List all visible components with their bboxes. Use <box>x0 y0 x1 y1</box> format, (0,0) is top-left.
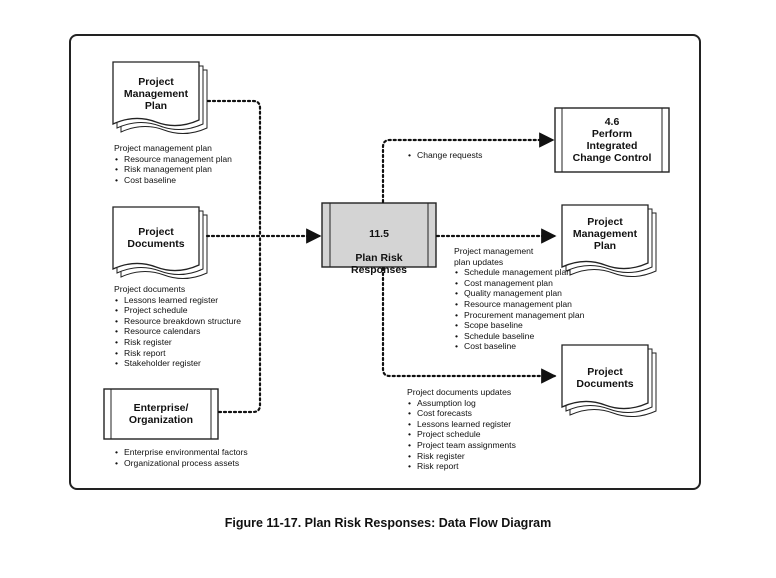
flow-enterprise-to-process <box>217 234 262 414</box>
figure-caption: Figure 11-17. Plan Risk Responses: Data … <box>224 516 552 530</box>
list-item: Project schedule <box>407 429 516 440</box>
input-pd-list: Project documents Lessons learned regist… <box>114 284 241 369</box>
list-item: Schedule management plan <box>454 267 584 278</box>
list-item: Resource management plan <box>454 299 584 310</box>
list-item: Stakeholder register <box>114 358 241 369</box>
process-box-label: 11.5 Plan Risk Responses <box>330 216 428 288</box>
list-item: Cost management plan <box>454 278 584 289</box>
list-item: Lessons learned register <box>114 295 241 306</box>
list-item: Lessons learned register <box>407 419 516 430</box>
list-heading: Project documents <box>114 284 186 294</box>
list-item: Enterprise environmental factors <box>114 447 248 458</box>
process-name: Plan Risk Responses <box>350 252 408 276</box>
output-pmp-list: Project management plan updates Schedule… <box>454 246 584 352</box>
list-heading: Project management plan updates <box>454 246 534 267</box>
list-heading: Project management plan <box>114 143 212 153</box>
flow-process-to-pd <box>381 266 557 384</box>
output-pd-document-label: Project Documents <box>576 366 634 390</box>
list-item: Change requests <box>407 150 482 161</box>
process-number: 11.5 <box>369 228 389 240</box>
output-pmp-document-label: Project Management Plan <box>572 216 638 252</box>
output-icc-label: 4.6 Perform Integrated Change Control <box>572 116 652 164</box>
input-enterprise-box-shape <box>103 388 219 440</box>
list-item: Risk register <box>407 451 516 462</box>
list-item: Project team assignments <box>407 440 516 451</box>
list-item: Resource calendars <box>114 326 241 337</box>
list-item: Assumption log <box>407 398 516 409</box>
flow-process-to-icc <box>381 132 555 204</box>
diagram-frame <box>69 34 701 490</box>
output-icc-box-shape <box>554 107 670 173</box>
list-item: Organizational process assets <box>114 458 248 469</box>
list-item: Risk report <box>114 348 241 359</box>
list-item: Project schedule <box>114 305 241 316</box>
list-item: Schedule baseline <box>454 331 584 342</box>
process-box-shape <box>321 202 437 268</box>
output-change-requests-list: Change requests <box>407 150 482 161</box>
flow-pmp-to-process <box>206 99 262 238</box>
input-pmp-document-shape <box>112 61 208 134</box>
list-item: Resource breakdown structure <box>114 316 241 327</box>
list-item: Scope baseline <box>454 320 584 331</box>
output-pd-list: Project documents updates Assumption log… <box>407 387 516 472</box>
input-pd-document-shape <box>112 206 208 279</box>
list-item: Cost baseline <box>454 341 584 352</box>
list-heading: Project documents updates <box>407 387 512 397</box>
list-item: Cost forecasts <box>407 408 516 419</box>
input-enterprise-list: Enterprise environmental factors Organiz… <box>114 447 248 468</box>
list-item: Cost baseline <box>114 175 232 186</box>
input-enterprise-label: Enterprise/ Organization <box>128 402 194 426</box>
list-item: Resource management plan <box>114 154 232 165</box>
list-item: Risk management plan <box>114 164 232 175</box>
list-item: Risk register <box>114 337 241 348</box>
input-pd-document-label: Project Documents <box>127 226 185 250</box>
input-pmp-list: Project management plan Resource managem… <box>114 143 232 185</box>
list-item: Quality management plan <box>454 288 584 299</box>
input-pmp-document-label: Project Management Plan <box>123 76 189 112</box>
output-pd-document-shape <box>561 344 657 417</box>
list-item: Risk report <box>407 461 516 472</box>
list-item: Procurement management plan <box>454 310 584 321</box>
